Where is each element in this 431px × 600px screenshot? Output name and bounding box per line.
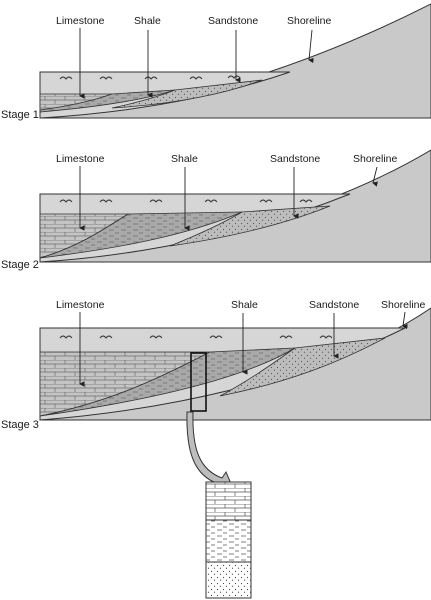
sandstone-label: Sandstone — [208, 15, 258, 27]
stage-3-label: Stage 3 — [1, 419, 39, 431]
wave-icon — [59, 335, 333, 339]
shale-layer — [39, 89, 176, 113]
wave-icon — [59, 75, 241, 80]
stage-2-label: Stage 2 — [1, 259, 39, 271]
core-limestone — [205, 481, 252, 521]
arrow-icon — [402, 311, 408, 330]
wave-icon — [59, 199, 313, 203]
shoreline-label: Shoreline — [287, 15, 332, 27]
core-sample-frame — [190, 352, 207, 412]
limestone-label: Limestone — [56, 15, 105, 27]
sandstone-label: Sandstone — [270, 153, 320, 165]
shale-label: Shale — [134, 15, 161, 27]
curved-arrow-icon — [186, 411, 233, 491]
stage-1-panel: Limestone Shale Sandstone Shoreline Stag… — [1, 3, 431, 121]
limestone-label: Limestone — [56, 153, 105, 165]
shale-layer — [39, 347, 296, 417]
arrow-icon — [372, 166, 379, 187]
stage-2-panel: Limestone Shale Sandstone Shoreline Stag… — [1, 149, 431, 271]
limestone-label: Limestone — [56, 299, 105, 311]
core-shale — [205, 519, 252, 563]
sandstone-layer — [219, 337, 386, 397]
stage-1-label: Stage 1 — [1, 109, 39, 121]
arrow-icon — [308, 29, 314, 64]
shale-layer — [39, 211, 243, 259]
stage-3-panel: Limestone Shale Sandstone Shoreline Stag… — [1, 299, 431, 431]
shale-label: Shale — [231, 299, 258, 311]
shale-label: Shale — [171, 153, 198, 165]
core-sandstone — [205, 561, 252, 599]
core-column — [205, 481, 252, 599]
sandstone-label: Sandstone — [309, 299, 359, 311]
sandstone-layer — [111, 79, 263, 109]
sandstone-layer — [169, 205, 331, 247]
shoreline-label: Shoreline — [381, 299, 426, 311]
shoreline-label: Shoreline — [353, 153, 398, 165]
